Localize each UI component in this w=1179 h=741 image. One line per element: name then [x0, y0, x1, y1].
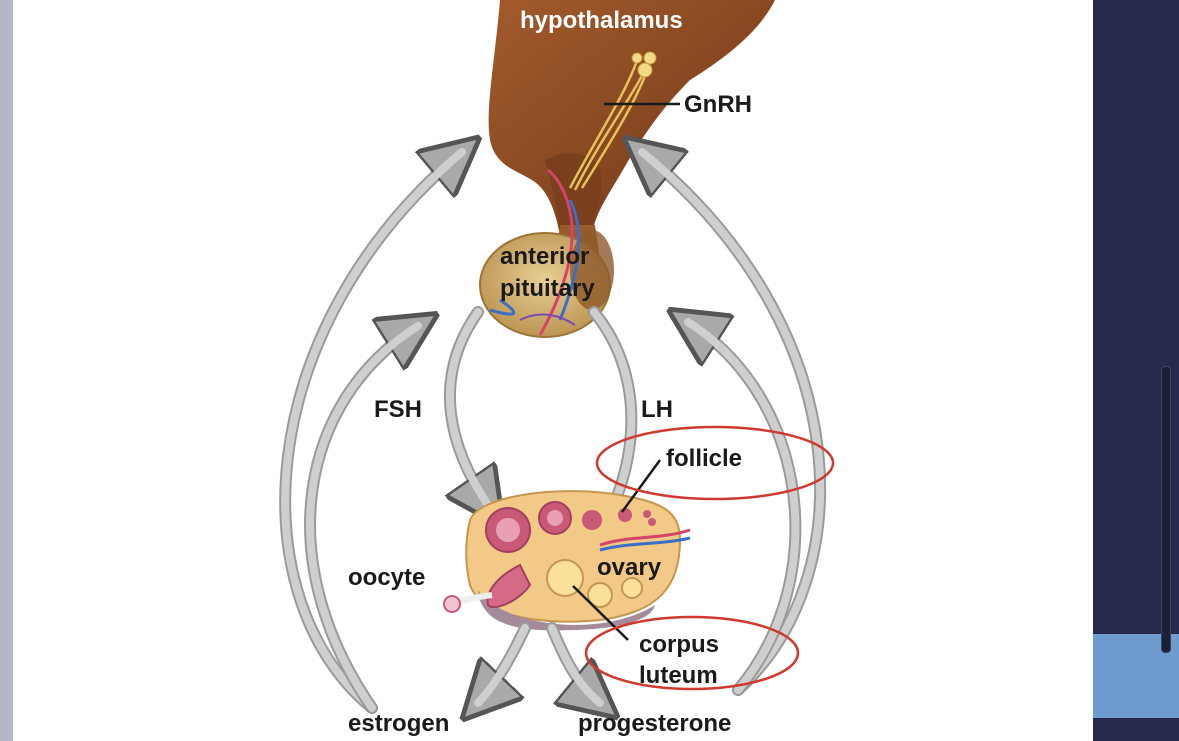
anterior-label: anterior	[500, 243, 589, 270]
follicle-label: follicle	[666, 445, 742, 472]
follicle-highlight	[595, 425, 835, 501]
hormone-diagram: hypothalamus GnRH anterior pituitary FSH…	[279, 0, 835, 737]
left-window-edge	[0, 0, 13, 741]
pituitary-label: pituitary	[500, 275, 595, 302]
corpus-luteum-highlight	[584, 615, 800, 691]
oocyte-label: oocyte	[348, 564, 425, 591]
ovary-shape	[443, 490, 691, 631]
fsh-label: FSH	[374, 396, 422, 423]
follicle-pointer	[620, 459, 662, 513]
gnrh-label: GnRH	[684, 91, 752, 118]
hypothalamus-label: hypothalamus	[520, 7, 683, 34]
corpus-luteum-pointer	[572, 585, 629, 641]
estrogen-label: estrogen	[348, 710, 449, 737]
gnrh-neurons	[568, 51, 680, 191]
progesterone-label: progesterone	[578, 710, 731, 737]
luteum-label: luteum	[639, 662, 718, 689]
lh-label: LH	[641, 396, 673, 423]
ovary-output-arrows	[478, 622, 600, 703]
ovary-label: ovary	[597, 554, 662, 581]
scrollbar-thumb[interactable]	[1161, 366, 1171, 653]
anterior-pituitary-shape	[479, 168, 614, 338]
corpus-label: corpus	[639, 631, 719, 658]
hypothalamus-shape	[488, 0, 775, 235]
